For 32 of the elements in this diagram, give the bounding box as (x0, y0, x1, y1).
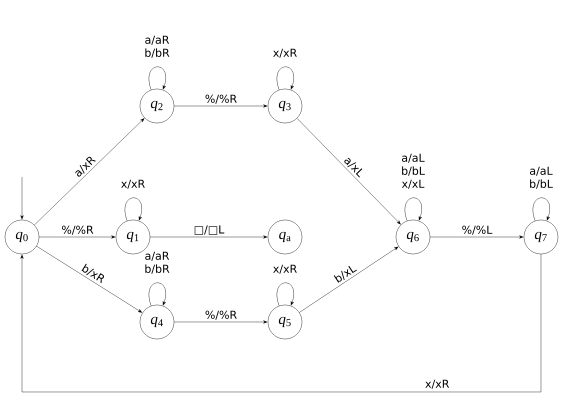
edge-label: x/xR (273, 48, 297, 58)
arrow (430, 235, 524, 239)
arrow (532, 198, 550, 222)
arrow (276, 282, 294, 306)
edge-label: x/xR (425, 380, 450, 389)
arrow (150, 235, 268, 239)
edge-label: a/aL b/bL x/xL (402, 154, 425, 189)
edge-label: x/xR (273, 264, 297, 274)
arrow (36, 246, 142, 313)
edge-label: %/%R (206, 310, 237, 320)
edge-label: %/%R (206, 94, 237, 104)
arrow (34, 118, 144, 226)
arrow (174, 320, 268, 324)
arrow (296, 118, 401, 224)
arrow (20, 254, 542, 392)
edge-label: a/aL b/bL (530, 166, 553, 189)
edge-label: b/xL (334, 266, 357, 283)
arrow (148, 66, 166, 90)
arrow (404, 198, 422, 222)
arrow (148, 282, 166, 306)
arrow (174, 104, 268, 108)
edge-label: %/%L (462, 226, 492, 235)
arrow (20, 176, 24, 220)
edge-label: x/xR (121, 180, 145, 189)
arrow (276, 66, 294, 90)
arrow (124, 198, 142, 222)
edge-label: a/aR b/bR (145, 36, 170, 58)
arrow (39, 235, 116, 239)
edge-label: %/%R (62, 226, 94, 235)
arrow (299, 246, 398, 313)
edge-label: a/aR b/bR (145, 252, 170, 274)
edge-label: □/□L (194, 225, 224, 235)
